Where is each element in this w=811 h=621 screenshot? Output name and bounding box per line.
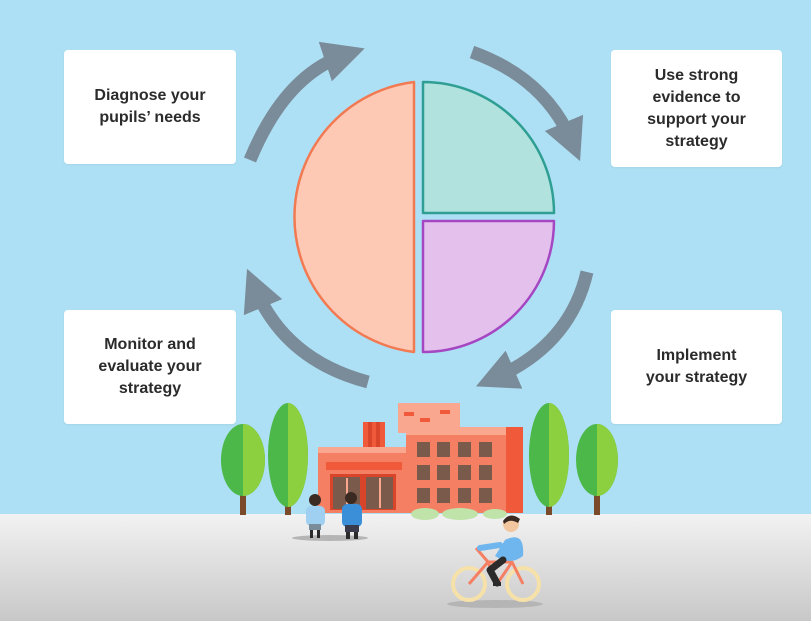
step-card-diagnose: Diagnose your pupils’ needs — [64, 50, 236, 164]
arrow-top-right — [469, 45, 584, 162]
pie-quarter-bottom-right — [421, 219, 556, 354]
pupils-figures — [292, 492, 368, 541]
tree-right-1 — [529, 403, 569, 515]
ground — [0, 514, 811, 621]
arrow-bottom-left — [243, 268, 370, 389]
tree-right-2 — [576, 424, 618, 515]
tree-left-1 — [221, 424, 265, 515]
step-label-evidence: Use strong evidence to support your stra… — [647, 66, 746, 150]
pie-half-left — [293, 80, 416, 354]
cycle-arrows — [243, 41, 594, 389]
step-label-diagnose: Diagnose your pupils’ needs — [94, 87, 206, 126]
arrow-top-left — [243, 41, 365, 163]
school-building — [318, 403, 523, 520]
step-label-implement: Implement your strategy — [645, 347, 748, 386]
step-label-monitor: Monitor and evaluate your strategy — [98, 336, 202, 397]
step-card-monitor: Monitor and evaluate your strategy — [64, 310, 236, 424]
pie-graphic — [293, 80, 556, 354]
cyclist-figure — [447, 515, 543, 608]
arrow-bottom-right — [475, 270, 594, 389]
tree-left-2 — [268, 403, 308, 515]
step-card-evidence: Use strong evidence to support your stra… — [611, 50, 782, 167]
step-card-implement: Implement your strategy — [611, 310, 782, 424]
pie-quarter-top-right — [421, 80, 556, 215]
